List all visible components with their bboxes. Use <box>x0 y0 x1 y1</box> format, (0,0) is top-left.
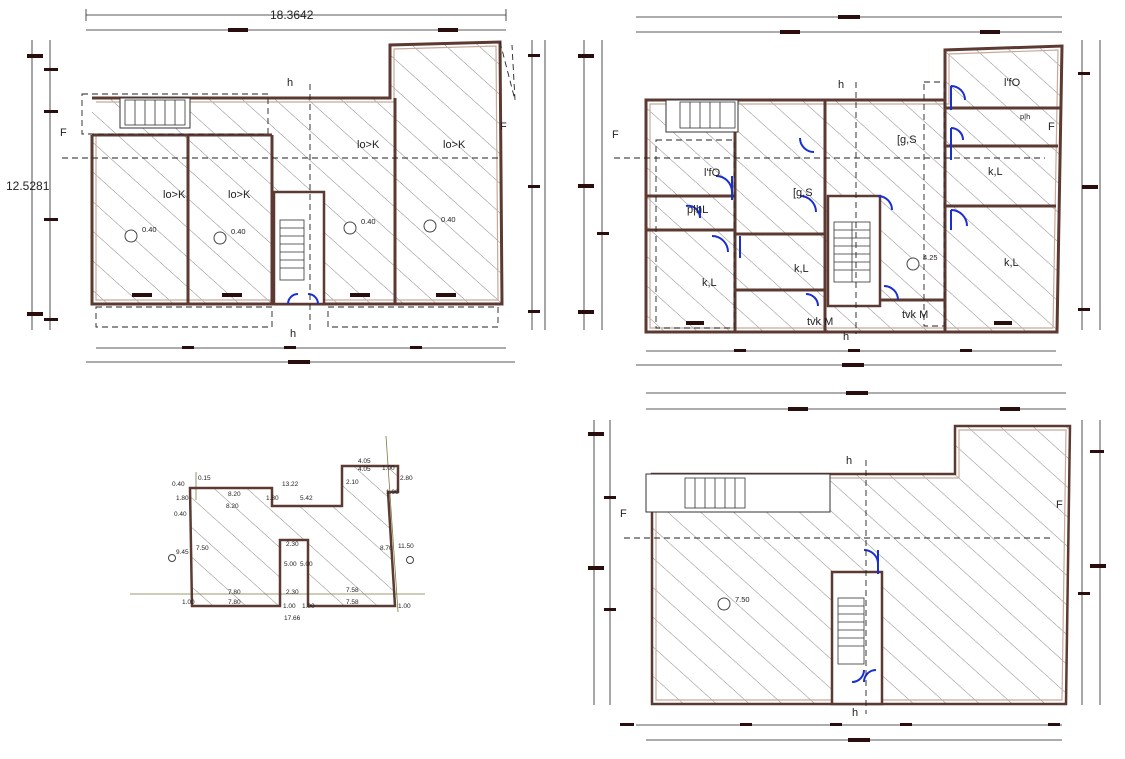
dim-29: 1.00 <box>302 603 315 610</box>
section-mark-h-top: h <box>287 77 293 89</box>
section-mark-h-bottom: h <box>290 328 296 340</box>
dim-26: 1.00 <box>182 599 195 606</box>
dim-4: 2.10 <box>346 479 359 486</box>
first-room-10: k,L <box>1004 257 1019 269</box>
overall-height-label: 12.5281 <box>6 179 50 193</box>
section-mark-f-right: F <box>500 121 507 133</box>
dim-20: 5.00 <box>300 561 313 568</box>
right-dimensions-roof <box>1078 420 1106 705</box>
dim-24: 2.30 <box>286 589 299 596</box>
dim-23: 7.80 <box>228 589 241 596</box>
dim-21: 8.70 <box>380 545 393 552</box>
first-section-mark-f-left: F <box>612 129 619 141</box>
section-mark-f-left: F <box>60 127 67 139</box>
room-label-2: lo>K <box>228 189 251 201</box>
roof-section-mark-f-left: F <box>620 508 627 520</box>
top-dimensions-first <box>636 15 1062 34</box>
dim-16: 2.30 <box>286 541 299 548</box>
left-dimensions-roof <box>588 420 616 705</box>
roof-section-mark-h-bottom: h <box>852 707 858 719</box>
left-dimensions-first <box>578 40 609 330</box>
roof-section-mark-f-right: F <box>1056 499 1063 511</box>
top-overall-dimension: 18.3642 <box>85 8 507 32</box>
dim-3: 1.00 <box>382 465 395 472</box>
overall-width-label: 18.3642 <box>270 8 314 22</box>
dim-1: 4.05 <box>358 458 371 465</box>
dim-8: 2.80 <box>400 475 413 482</box>
dim-9: 1.80 <box>176 495 189 502</box>
room-label-4: lo>K <box>443 139 466 151</box>
bottom-dimensions <box>86 293 515 364</box>
first-section-mark-h-top: h <box>838 79 844 91</box>
roof-section-mark-h-top: h <box>846 455 852 467</box>
dim-27: 7.80 <box>228 599 241 606</box>
dim-19: 5.00 <box>284 561 297 568</box>
dim-30: 7.58 <box>346 599 359 606</box>
first-room-8: k,L <box>794 263 809 275</box>
first-room-6: p|hL <box>687 204 708 216</box>
dim-10: 8.20 <box>228 491 241 498</box>
first-room-3: p|h <box>1020 112 1030 121</box>
site-dimension-labels: 4.05 4.05 1.00 2.10 0.40 0.15 13.22 2.80… <box>172 458 414 622</box>
dim-28: 1.00 <box>283 603 296 610</box>
dim-22: 11.50 <box>398 543 414 550</box>
first-room-2: [g,S <box>897 134 917 146</box>
roof-level-marker: 7.50 <box>735 595 750 604</box>
dim-15: 8.20 <box>226 503 239 510</box>
right-dimensions-first <box>1078 40 1101 330</box>
room-label-1: lo>K <box>163 189 186 201</box>
first-room-11: tvk M <box>807 316 833 328</box>
dim-25: 7.58 <box>346 587 359 594</box>
level-marker-1: 0.40 <box>142 225 157 234</box>
dim-6: 0.15 <box>198 475 211 482</box>
dim-14: 0.40 <box>174 511 187 518</box>
dim-18: 7.50 <box>196 545 209 552</box>
first-room-9: k,L <box>702 277 717 289</box>
first-floor-plan: h h F F l'fO [g,S p|h k,L l'fO p|hL [g,S… <box>578 15 1101 367</box>
right-vertical-dimension-1 <box>528 40 546 330</box>
level-marker-4: 0.40 <box>441 215 456 224</box>
left-vertical-dimension: 12.5281 <box>6 40 58 330</box>
site-dimension-plan: 4.05 4.05 1.00 2.10 0.40 0.15 13.22 2.80… <box>130 435 425 622</box>
first-section-mark-f-right: F <box>1048 121 1055 133</box>
first-room-5: l'fO <box>704 167 721 179</box>
ground-floor-plan: 18.3642 12.5281 <box>6 8 546 364</box>
first-room-7: [g,S <box>793 187 813 199</box>
dim-32: 17.66 <box>284 615 301 622</box>
dim-13: 1.00 <box>386 489 399 496</box>
first-level-marker: 4.25 <box>923 253 938 262</box>
dim-11: 1.80 <box>266 495 279 502</box>
dim-7: 13.22 <box>282 481 299 488</box>
dim-17: 9.45 <box>176 549 189 556</box>
roof-plan: h h F F 7.50 <box>588 391 1106 742</box>
dim-31: 1.00 <box>398 603 411 610</box>
level-marker-2: 0.40 <box>231 227 246 236</box>
bottom-dimensions-first <box>636 321 1062 367</box>
first-section-mark-h-bottom: h <box>843 331 849 343</box>
dim-5: 0.40 <box>172 481 185 488</box>
first-room-12: tvk M <box>902 309 928 321</box>
room-label-3: lo>K <box>357 139 380 151</box>
dim-2: 4.05 <box>358 466 371 473</box>
first-room-4: k,L <box>988 166 1003 178</box>
first-room-1: l'fO <box>1004 77 1021 89</box>
bottom-dimensions-roof <box>620 723 1062 742</box>
top-dimensions-roof <box>646 391 1066 411</box>
level-marker-3: 0.40 <box>361 217 376 226</box>
dim-12: 5.42 <box>300 495 313 502</box>
